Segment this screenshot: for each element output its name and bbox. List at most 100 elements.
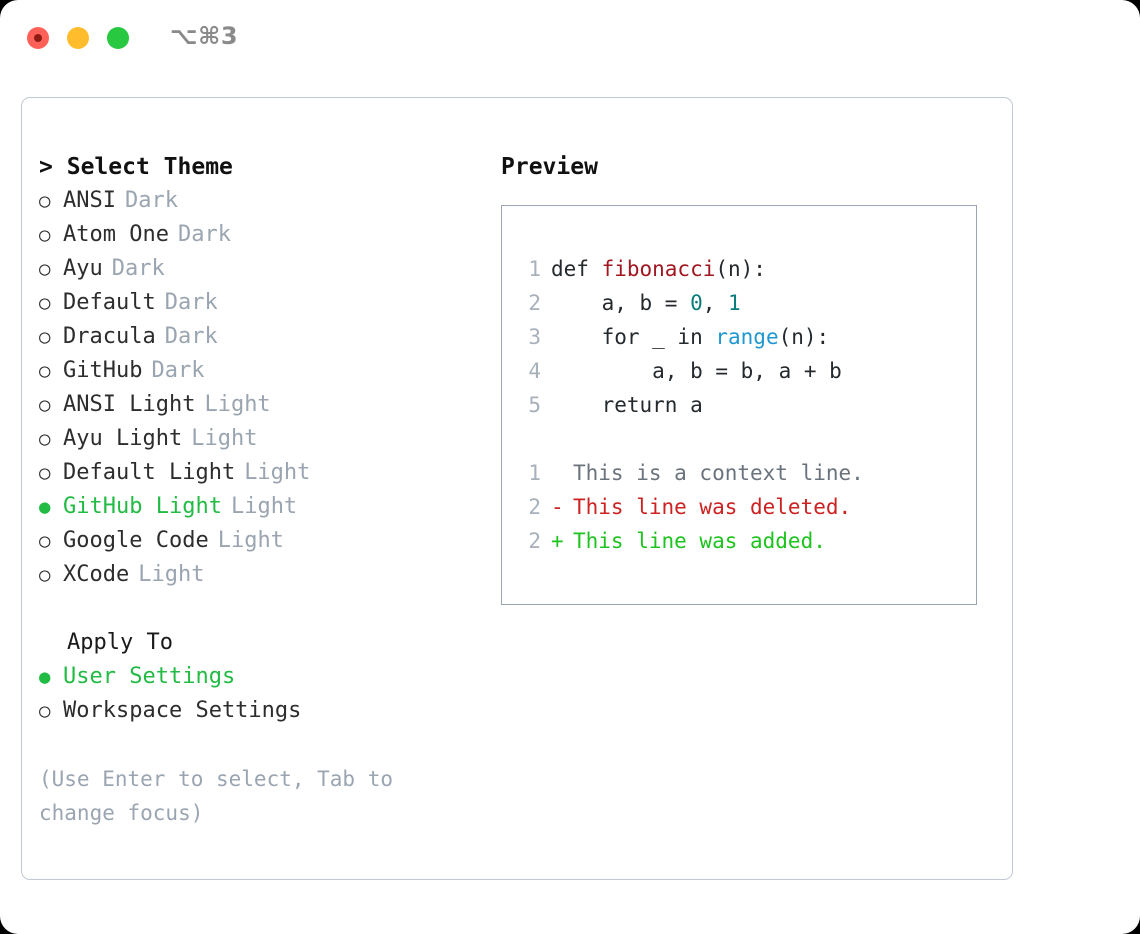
code-token: return a <box>551 393 703 417</box>
code-line: 5 return a <box>519 388 959 422</box>
theme-variant-badge: Light <box>244 460 311 485</box>
theme-variant-badge: Light <box>138 562 205 587</box>
code-token: (n): <box>778 325 830 349</box>
page-title-label: Select Theme <box>66 154 233 180</box>
diff-line-number: 2 <box>528 529 541 553</box>
theme-variant-badge: Dark <box>111 256 165 281</box>
theme-name-label: ANSI <box>63 188 116 213</box>
theme-variant-badge: Light <box>230 494 298 519</box>
theme-name-label: XCode <box>63 562 130 587</box>
code-token: , <box>702 291 729 315</box>
diff-line-number: 1 <box>528 461 541 485</box>
theme-list-item[interactable]: ○ Default Dark <box>39 286 479 320</box>
radio-unselected-icon: ○ <box>39 292 51 314</box>
apply-to-title: Apply To <box>67 630 173 655</box>
maximize-button-icon[interactable] <box>107 27 129 49</box>
radio-selected-icon: ● <box>39 666 51 688</box>
diff-sign: - <box>551 495 564 519</box>
diff-line-number: 2 <box>528 495 541 519</box>
code-token: for _ in <box>551 325 716 349</box>
theme-variant-badge: Dark <box>124 188 178 213</box>
diff-text: This line was added. <box>573 529 826 553</box>
preview-title: Preview <box>501 154 598 180</box>
code-line: 1 def fibonacci(n): <box>519 252 959 286</box>
code-token: (n): <box>715 257 766 281</box>
theme-list-item[interactable]: ○ Atom One Dark <box>39 218 479 252</box>
radio-unselected-icon: ○ <box>39 530 51 552</box>
code-line: 2 a, b = 0, 1 <box>519 286 959 320</box>
theme-name-label: Default <box>63 290 156 315</box>
theme-variant-badge: Dark <box>177 222 231 247</box>
code-line-number: 5 <box>528 393 541 417</box>
diff-sign: + <box>551 529 564 553</box>
theme-list-item[interactable]: ○ Default Light Light <box>39 456 479 490</box>
diff-line: 2-This line was deleted. <box>519 490 959 524</box>
list-spacer <box>39 592 479 626</box>
radio-unselected-icon: ○ <box>39 462 51 484</box>
theme-name-label: Ayu Light <box>63 426 183 451</box>
code-line-number: 4 <box>528 359 541 383</box>
radio-unselected-icon: ○ <box>39 258 51 280</box>
theme-name-label: Google Code <box>63 528 209 553</box>
theme-variant-badge: Dark <box>164 290 218 315</box>
apply-to-label: Workspace Settings <box>63 698 302 723</box>
code-line: 4 a, b = b, a + b <box>519 354 959 388</box>
theme-name-label: Dracula <box>63 324 156 349</box>
apply-to-option[interactable]: ○Workspace Settings <box>39 694 479 728</box>
theme-name-label: Default Light <box>63 460 236 485</box>
diff-text: This line was deleted. <box>573 495 852 519</box>
code-token: range <box>715 325 779 349</box>
theme-list-item[interactable]: ○ ANSI Dark <box>39 184 479 218</box>
theme-name-label: GitHub <box>63 358 143 383</box>
theme-list-item[interactable]: ○ Dracula Dark <box>39 320 479 354</box>
code-line-number: 3 <box>528 325 541 349</box>
radio-unselected-icon: ○ <box>39 224 51 246</box>
theme-variant-badge: Light <box>217 528 284 553</box>
code-line: 3 for _ in range(n): <box>519 320 959 354</box>
theme-list-item[interactable]: ○ GitHub Dark <box>39 354 479 388</box>
apply-to-label: User Settings <box>63 664 236 689</box>
radio-unselected-icon: ○ <box>39 428 51 450</box>
code-token: def <box>551 257 602 281</box>
diff-sample: 1 This is a context line. 2-This line was… <box>519 456 959 558</box>
theme-variant-badge: Dark <box>151 358 205 383</box>
code-token: a, b = b, a + b <box>551 359 842 383</box>
code-token: fibonacci <box>601 257 716 281</box>
keyboard-shortcut-label: ⌥⌘3 <box>170 22 239 50</box>
radio-selected-icon: ● <box>39 496 51 518</box>
radio-unselected-icon: ○ <box>39 190 51 212</box>
theme-list-item[interactable]: ● GitHub Light Light <box>39 490 479 524</box>
code-line-number: 1 <box>528 257 541 281</box>
theme-name-label: GitHub Light <box>63 494 222 519</box>
diff-text: This is a context line. <box>573 461 864 485</box>
caret-icon: > <box>39 154 53 180</box>
theme-variant-badge: Light <box>204 392 271 417</box>
code-token: a, b = <box>551 291 691 315</box>
radio-unselected-icon: ○ <box>39 360 51 382</box>
theme-list-item[interactable]: ○ Google Code Light <box>39 524 479 558</box>
radio-unselected-icon: ○ <box>39 326 51 348</box>
theme-variant-badge: Dark <box>164 324 218 349</box>
close-button-icon[interactable] <box>27 27 49 49</box>
code-token: 0 <box>690 291 703 315</box>
theme-list-item[interactable]: ○ Ayu Dark <box>39 252 479 286</box>
page-title: > Select Theme <box>39 150 479 184</box>
title-bar: ⌥⌘3 <box>0 0 1140 76</box>
diff-line: 2 + This line was added. <box>519 524 959 558</box>
theme-name-label: Ayu <box>63 256 103 281</box>
apply-to-list: ● User Settings ○Workspace Settings <box>39 660 479 728</box>
theme-name-label: ANSI Light <box>63 392 196 417</box>
minimize-button-icon[interactable] <box>67 27 89 49</box>
theme-name-label: Atom One <box>63 222 169 247</box>
apply-to-option[interactable]: ● User Settings <box>39 660 479 694</box>
traffic-lights <box>27 27 129 49</box>
keyboard-hint: (Use Enter to select, Tab to change focu… <box>39 767 406 825</box>
